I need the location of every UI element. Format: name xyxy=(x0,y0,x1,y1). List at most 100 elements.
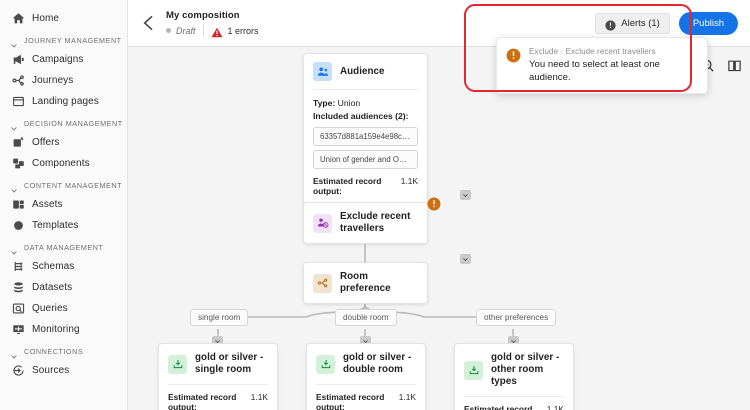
alerts-button-label: Alerts (1) xyxy=(621,17,660,29)
chevron-down-icon xyxy=(10,182,18,193)
audience-chip[interactable]: 63357d881a159e4e98c28af6_16... xyxy=(313,127,418,146)
output-value: 1.1K xyxy=(398,392,416,402)
output-label: Estimated record output: xyxy=(464,404,533,410)
destination-node[interactable]: gold or silver - single room Estimated r… xyxy=(158,343,278,410)
divider xyxy=(313,89,418,90)
output-value: 1.1K xyxy=(400,176,418,186)
status-dot-icon xyxy=(166,28,171,33)
sidebar-section-label: DATA MANAGEMENT xyxy=(24,243,104,252)
add-step-handle[interactable] xyxy=(360,336,371,346)
divider xyxy=(202,25,204,36)
branch-label[interactable]: other preferences xyxy=(476,309,557,326)
sidebar-item-label: Schemas xyxy=(32,261,75,272)
export-icon xyxy=(316,354,335,374)
destination-node-title: gold or silver - double room xyxy=(343,352,412,375)
add-step-handle[interactable] xyxy=(508,336,519,346)
offers-icon xyxy=(12,136,25,149)
schemas-icon xyxy=(12,260,25,273)
sidebar-item-label: Journeys xyxy=(32,75,74,86)
branch-label[interactable]: single room xyxy=(190,309,249,326)
sidebar-item-queries[interactable]: Queries xyxy=(0,298,127,319)
sidebar-item-campaigns[interactable]: Campaigns xyxy=(0,49,127,70)
exclude-node-header: Exclude recent travellers xyxy=(304,203,427,243)
destination-node-header: gold or silver - double room xyxy=(307,344,425,384)
audience-type-value: Union xyxy=(337,98,361,108)
audience-icon xyxy=(313,62,332,81)
sidebar-section-data-management[interactable]: DATA MANAGEMENT xyxy=(0,236,127,256)
output-value: 1.1K xyxy=(250,392,268,402)
sidebar-item-schemas[interactable]: Schemas xyxy=(0,256,127,277)
sidebar-item-label: Sources xyxy=(32,365,70,376)
branch-label[interactable]: double room xyxy=(335,309,397,326)
sidebar-item-label: Assets xyxy=(32,199,63,210)
sidebar-item-offers[interactable]: Offers xyxy=(0,132,127,153)
sidebar-item-datasets[interactable]: Datasets xyxy=(0,277,127,298)
sidebar-item-monitoring[interactable]: Monitoring xyxy=(0,319,127,340)
destination-output-row: Estimated record output: 1.1K xyxy=(159,385,277,410)
sidebar-item-components[interactable]: Components xyxy=(0,153,127,174)
title-block: My composition Draft 1 errors xyxy=(166,9,595,38)
destination-node-header: gold or silver - single room xyxy=(159,344,277,384)
sidebar-item-home[interactable]: Home xyxy=(0,8,127,29)
page-title: My composition xyxy=(166,10,240,21)
export-icon xyxy=(168,354,187,374)
exclude-node[interactable]: Exclude recent travellers xyxy=(303,197,441,244)
sidebar-item-label: Datasets xyxy=(32,282,73,293)
output-value: 1.1K xyxy=(546,404,564,410)
sidebar-item-assets[interactable]: Assets xyxy=(0,194,127,215)
audience-output-row: Estimated record output: 1.1K xyxy=(304,169,427,204)
sidebar-section-content-management[interactable]: CONTENT MANAGEMENT xyxy=(0,174,127,194)
audience-node[interactable]: Audience Type: Union Included audiences … xyxy=(303,53,428,205)
monitoring-icon xyxy=(12,323,25,336)
alert-popover-text: Exclude · Exclude recent travellers You … xyxy=(529,46,697,84)
sidebar-item-journeys[interactable]: Journeys xyxy=(0,70,127,91)
sidebar-item-label: Offers xyxy=(32,137,60,148)
exclude-audience-icon xyxy=(313,213,332,233)
sidebar-section-journey-management[interactable]: JOURNEY MANAGEMENT xyxy=(0,29,127,49)
sidebar-section-decision-management[interactable]: DECISION MANAGEMENT xyxy=(0,112,127,132)
warning-triangle-icon xyxy=(211,25,223,38)
alert-popover-message: You need to select at least one audience… xyxy=(529,59,660,83)
output-label: Estimated record output: xyxy=(316,392,385,410)
audience-chip[interactable]: Union of gender and Oakland s... xyxy=(313,150,418,169)
output-label: Estimated record output: xyxy=(313,176,382,196)
chevron-down-icon xyxy=(10,37,18,48)
split-node[interactable]: Room preference xyxy=(303,262,428,304)
divider xyxy=(464,396,564,397)
destination-node[interactable]: gold or silver - double room Estimated r… xyxy=(306,343,426,410)
export-icon xyxy=(464,360,483,380)
sidebar-item-label: Monitoring xyxy=(32,324,80,335)
arrow-left-icon[interactable] xyxy=(138,12,160,34)
split-node-title: Room preference xyxy=(340,271,391,294)
sidebar-item-landing-pages[interactable]: Landing pages xyxy=(0,91,127,112)
destination-node-title: gold or silver - other room types xyxy=(491,352,560,387)
home-icon xyxy=(12,12,25,25)
sidebar-item-label: Campaigns xyxy=(32,54,84,65)
add-step-handle[interactable] xyxy=(212,336,223,346)
sidebar-item-sources[interactable]: Sources xyxy=(0,360,127,381)
sidebar-item-label: Components xyxy=(32,158,90,169)
left-navigation-sidebar: Home JOURNEY MANAGEMENT Campaigns Journe… xyxy=(0,0,128,410)
chevron-down-icon xyxy=(10,120,18,131)
node-alert-icon[interactable] xyxy=(427,197,441,211)
audience-node-body: Type: Union Included audiences (2): 6335… xyxy=(304,90,427,169)
sidebar-item-label: Home xyxy=(32,13,60,24)
composition-canvas[interactable]: Audience Type: Union Included audiences … xyxy=(128,47,750,410)
megaphone-icon xyxy=(12,53,25,66)
main-content-area: My composition Draft 1 errors Alerts (1) xyxy=(128,0,750,410)
divider xyxy=(316,384,416,385)
sidebar-section-connections[interactable]: CONNECTIONS xyxy=(0,340,127,360)
sidebar-item-label: Landing pages xyxy=(32,96,99,107)
map-icon[interactable] xyxy=(727,58,742,73)
alert-icon xyxy=(605,18,616,31)
add-step-handle[interactable] xyxy=(460,254,471,264)
destination-output-row: Estimated record output: 1.1K xyxy=(455,397,573,410)
sidebar-item-templates[interactable]: Templates xyxy=(0,215,127,236)
add-step-handle[interactable] xyxy=(460,190,471,200)
publish-button[interactable]: Publish xyxy=(678,11,738,35)
queries-icon xyxy=(12,302,25,315)
destination-node[interactable]: gold or silver - other room types Estima… xyxy=(454,343,574,410)
window-icon xyxy=(12,95,25,108)
alerts-button[interactable]: Alerts (1) xyxy=(595,12,670,34)
